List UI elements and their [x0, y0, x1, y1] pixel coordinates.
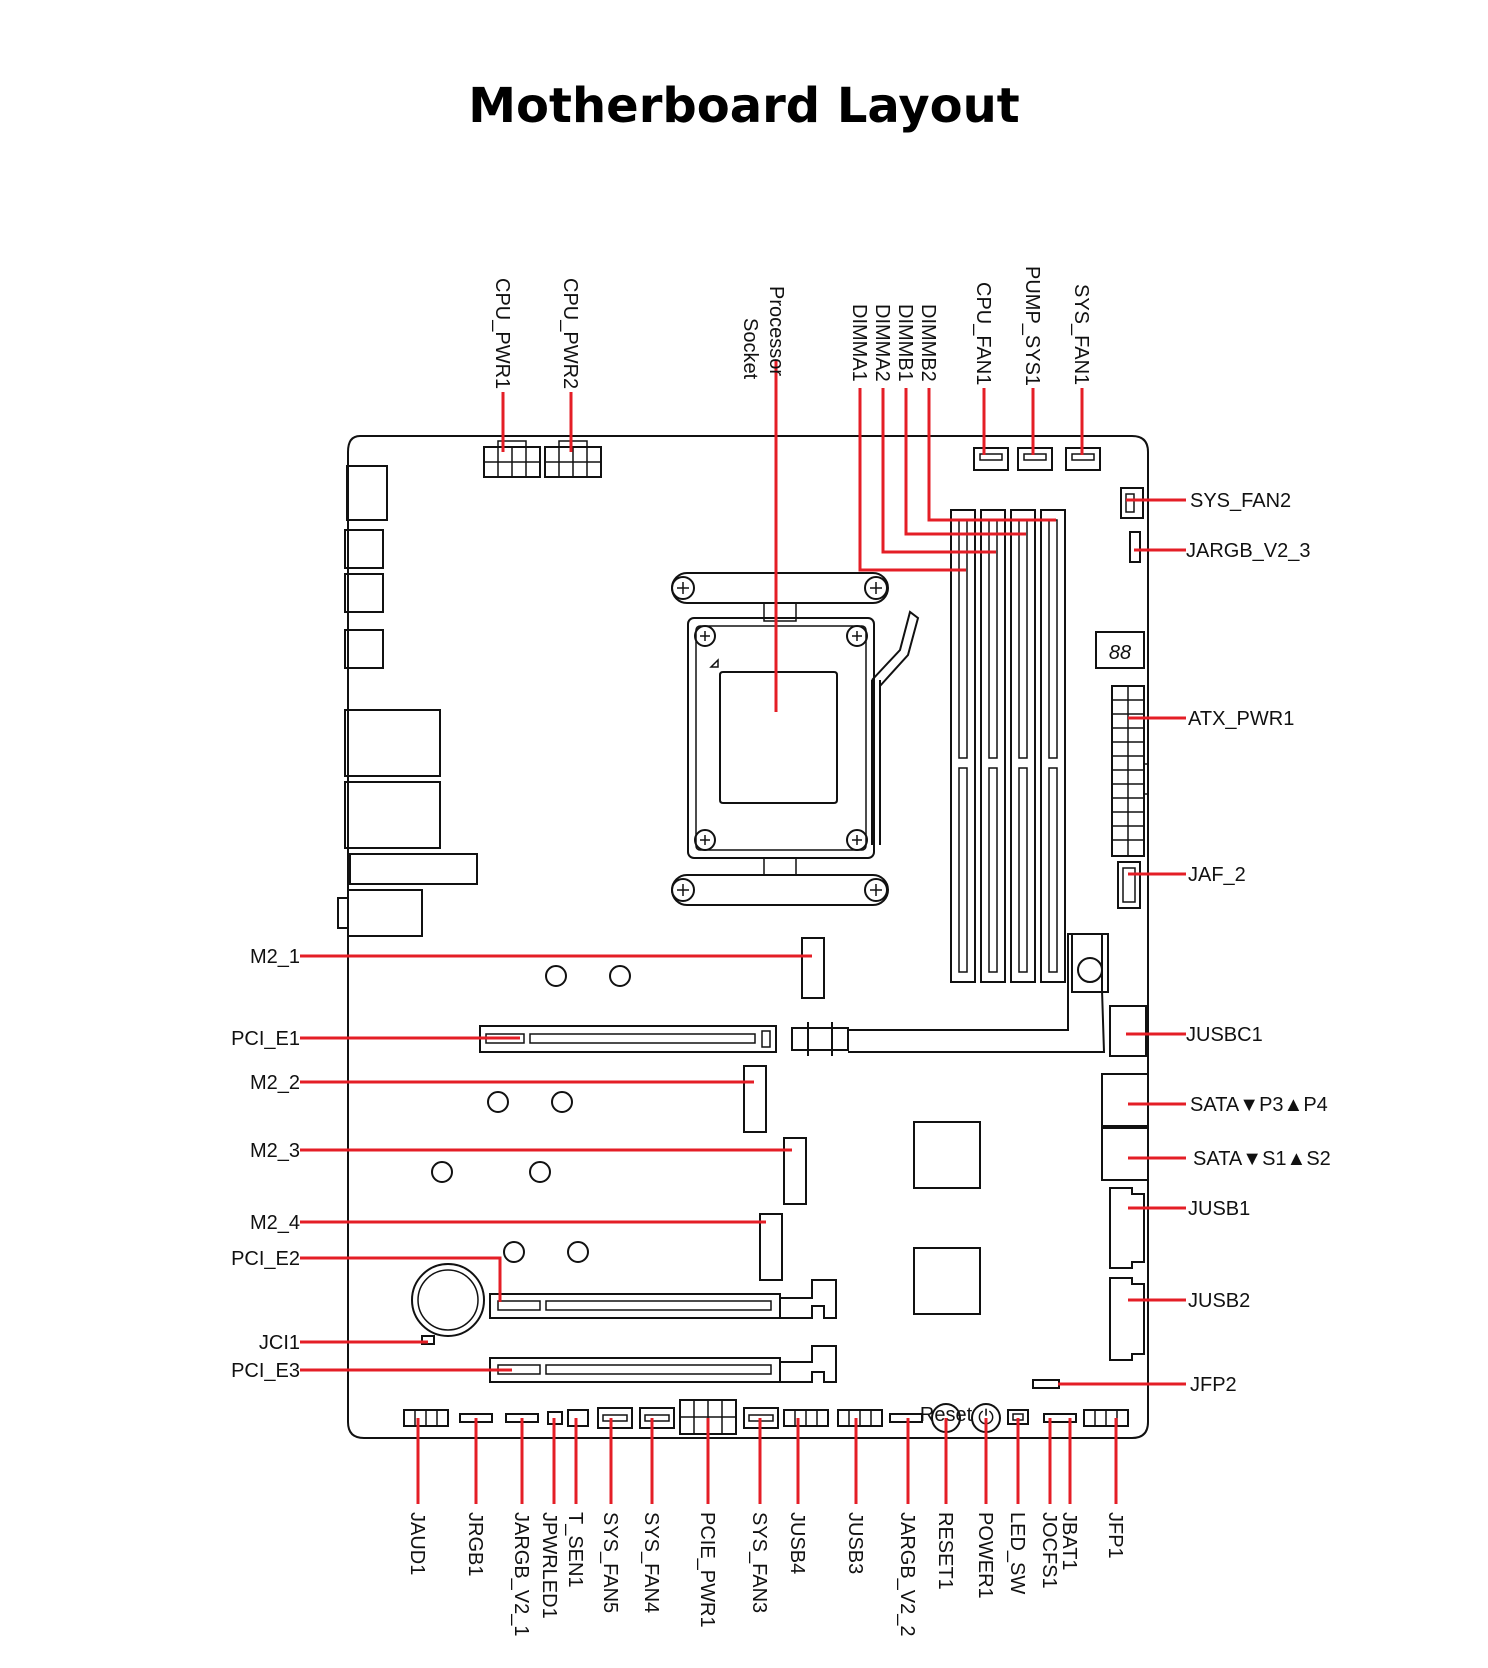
- m2-4-slot: [503, 1213, 783, 1281]
- label-t-sen1: T_SEN1: [564, 1512, 586, 1588]
- label-sys-fan1: SYS_FAN1: [1070, 284, 1092, 385]
- label-jrgb1: JRGB1: [464, 1512, 486, 1576]
- debug-led: 88: [1095, 631, 1145, 669]
- jaf-2-header: [1117, 861, 1141, 909]
- label-jaf-2: JAF_2: [1188, 864, 1246, 886]
- label-jusb1: JUSB1: [1188, 1198, 1250, 1220]
- label-dimmb2: DIMMB2: [917, 304, 939, 382]
- label-jargb-v2-3: JARGB_V2_3: [1186, 540, 1311, 562]
- label-pci-e2: PCI_E2: [231, 1248, 300, 1270]
- cpu-pwr2-connector: [544, 440, 602, 478]
- jci1-header: [421, 1335, 435, 1345]
- label-jusb3: JUSB3: [844, 1512, 866, 1574]
- debug-led-text: 88: [1109, 642, 1131, 664]
- rear-io: [337, 465, 478, 937]
- pump-sys1-header: [1017, 447, 1053, 471]
- label-pcie-pwr1: PCIE_PWR1: [696, 1512, 718, 1628]
- atx-pwr1-connector: [1111, 685, 1149, 857]
- label-led-sw: LED_SW: [1006, 1512, 1028, 1594]
- jusbc1-connector: [1109, 1005, 1147, 1057]
- label-cpu-pwr1: CPU_PWR1: [491, 278, 513, 389]
- m2-1-slot: [545, 937, 825, 999]
- label-sys-fan4: SYS_FAN4: [640, 1512, 662, 1613]
- cpu-fan1-header: [973, 447, 1009, 471]
- label-pump-sys1: PUMP_SYS1: [1021, 266, 1043, 386]
- jargb-v2-3-header: [1129, 531, 1141, 563]
- label-m2-2: M2_2: [250, 1072, 300, 1094]
- m2-2-slot: [487, 1065, 767, 1133]
- label-cpu-pwr2: CPU_PWR2: [559, 278, 581, 389]
- processor-socket: [671, 572, 920, 906]
- label-reset1: RESET1: [934, 1512, 956, 1590]
- chipset-2: [913, 1247, 981, 1315]
- label-sata-p3-p4: SATA▼P3▲P4: [1190, 1094, 1328, 1116]
- page-title: Motherboard Layout: [468, 78, 1020, 134]
- leader-lines: [300, 360, 1186, 1504]
- label-m2-1: M2_1: [250, 946, 300, 968]
- jfp2-header: [1032, 1379, 1060, 1389]
- pci-e2-slot: [489, 1279, 837, 1319]
- label-atx-pwr1: ATX_PWR1: [1188, 708, 1294, 730]
- label-sata-s1-s2: SATA▼S1▲S2: [1193, 1148, 1331, 1170]
- label-m2-3: M2_3: [250, 1140, 300, 1162]
- label-dimma2: DIMMA2: [871, 304, 893, 382]
- label-jbat1: JBAT1: [1058, 1512, 1080, 1571]
- sys-fan2-header: [1120, 487, 1144, 519]
- pci-e1-slot: [479, 933, 1109, 1056]
- label-sys-fan2: SYS_FAN2: [1190, 490, 1291, 512]
- label-power1: POWER1: [974, 1512, 996, 1599]
- reset-button-text: Reset: [920, 1404, 973, 1426]
- label-jusb4: JUSB4: [786, 1512, 808, 1574]
- label-dimmb1: DIMMB1: [894, 304, 916, 382]
- top-labels: CPU_PWR1 CPU_PWR2 Processor Socket DIMMB…: [491, 266, 1092, 389]
- sata-connectors: [1101, 1073, 1149, 1181]
- chipset-1: [913, 1121, 981, 1189]
- label-jci1: JCI1: [259, 1332, 300, 1354]
- board-outline: [347, 435, 1149, 1439]
- jusb2-header: [1109, 1277, 1145, 1361]
- label-processor-line2: Socket: [739, 318, 761, 380]
- label-jpwrled1: JPWRLED1: [538, 1512, 560, 1619]
- label-jaud1: JAUD1: [406, 1512, 428, 1575]
- m2-3-slot: [431, 1137, 807, 1205]
- label-jargb-v2-1: JARGB_V2_1: [510, 1512, 532, 1637]
- label-sys-fan5: SYS_FAN5: [599, 1512, 621, 1613]
- label-jfp1: JFP1: [1104, 1512, 1126, 1559]
- battery: [411, 1263, 485, 1337]
- label-sys-fan3: SYS_FAN3: [748, 1512, 770, 1613]
- bottom-labels: JAUD1 JRGB1 JARGB_V2_1 JPWRLED1 T_SEN1 S…: [406, 1512, 1126, 1637]
- label-cpu-fan1: CPU_FAN1: [972, 282, 994, 385]
- label-m2-4: M2_4: [250, 1212, 300, 1234]
- label-processor-line1: Processor: [765, 286, 787, 376]
- label-pci-e3: PCI_E3: [231, 1360, 300, 1382]
- label-jocfs1: JOCFS1: [1038, 1512, 1060, 1589]
- cpu-pwr1-connector: [483, 440, 541, 478]
- pci-e3-slot: [489, 1345, 837, 1383]
- label-jargb-v2-2: JARGB_V2_2: [896, 1512, 918, 1637]
- label-pci-e1: PCI_E1: [231, 1028, 300, 1050]
- jusb1-header: [1109, 1187, 1145, 1269]
- label-jfp2: JFP2: [1190, 1374, 1237, 1396]
- right-labels: SYS_FAN2 JARGB_V2_3 ATX_PWR1 JAF_2 JUSBC…: [1186, 490, 1331, 1396]
- label-jusb2: JUSB2: [1188, 1290, 1250, 1312]
- left-labels: M2_1 PCI_E1 M2_2 M2_3 M2_4 PCI_E2 JCI1 P…: [231, 946, 300, 1382]
- label-dimma1: DIMMA1: [848, 304, 870, 382]
- dimm-slots: [950, 509, 1066, 983]
- label-jusbc1: JUSBC1: [1186, 1024, 1263, 1046]
